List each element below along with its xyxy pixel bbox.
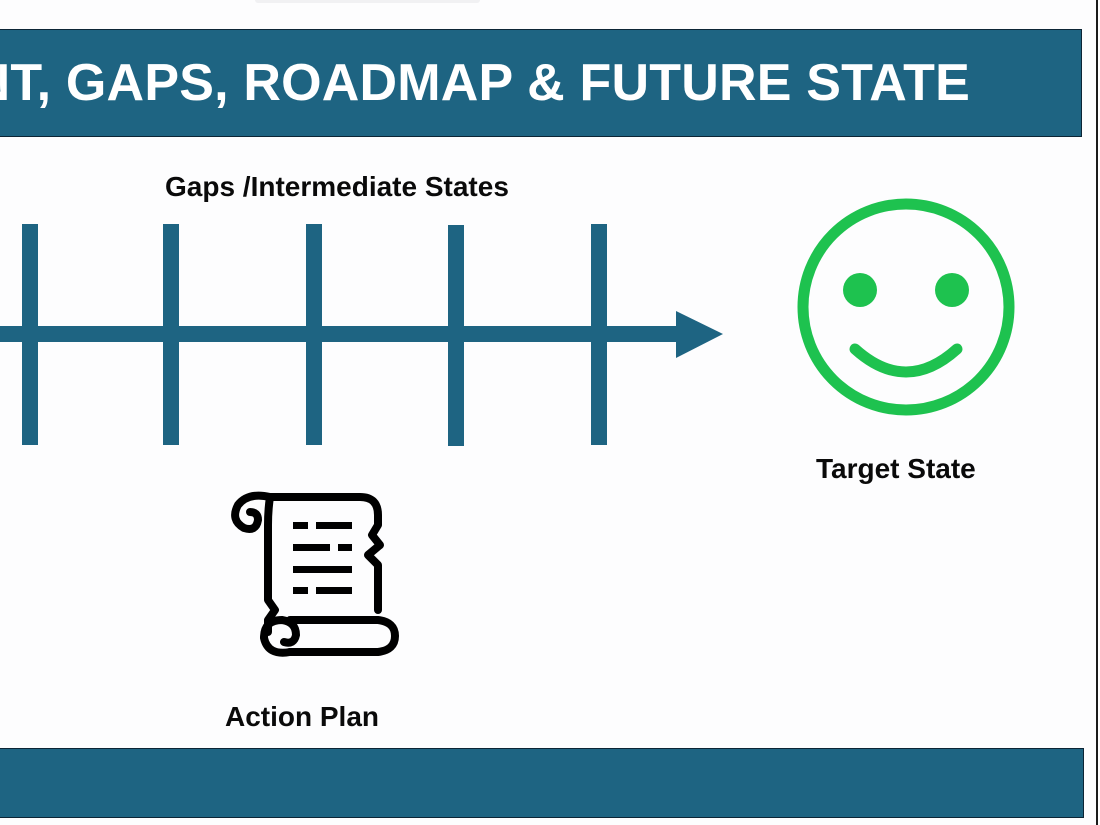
- timeline-tick-2: [163, 224, 179, 445]
- scroll-document-icon: [231, 491, 399, 657]
- top-shadow-artifact: [255, 0, 480, 3]
- timeline-tick-4: [448, 225, 464, 446]
- action-plan-label: Action Plan: [225, 701, 380, 732]
- slide-title: MENT, GAPS, ROADMAP & FUTURE STATE: [0, 54, 970, 112]
- title-banner: MENT, GAPS, ROADMAP & FUTURE STATE: [0, 29, 1082, 137]
- window-edge: [1098, 0, 1100, 825]
- smiley-face-icon: [797, 198, 1015, 416]
- timeline-tick-3: [306, 224, 322, 445]
- gaps-intermediate-states-label: Gaps /Intermediate States: [165, 171, 509, 202]
- slide-right-border: [1096, 0, 1098, 825]
- target-state-label: Target State: [816, 453, 976, 484]
- timeline-tick-5: [591, 224, 607, 445]
- timeline-tick-1: [22, 224, 38, 445]
- timeline-shaft: [0, 326, 680, 342]
- timeline-arrow: [0, 224, 723, 446]
- scroll-text-lines: [293, 522, 352, 594]
- arrowhead-icon: [676, 311, 723, 358]
- footer-banner: [0, 748, 1084, 818]
